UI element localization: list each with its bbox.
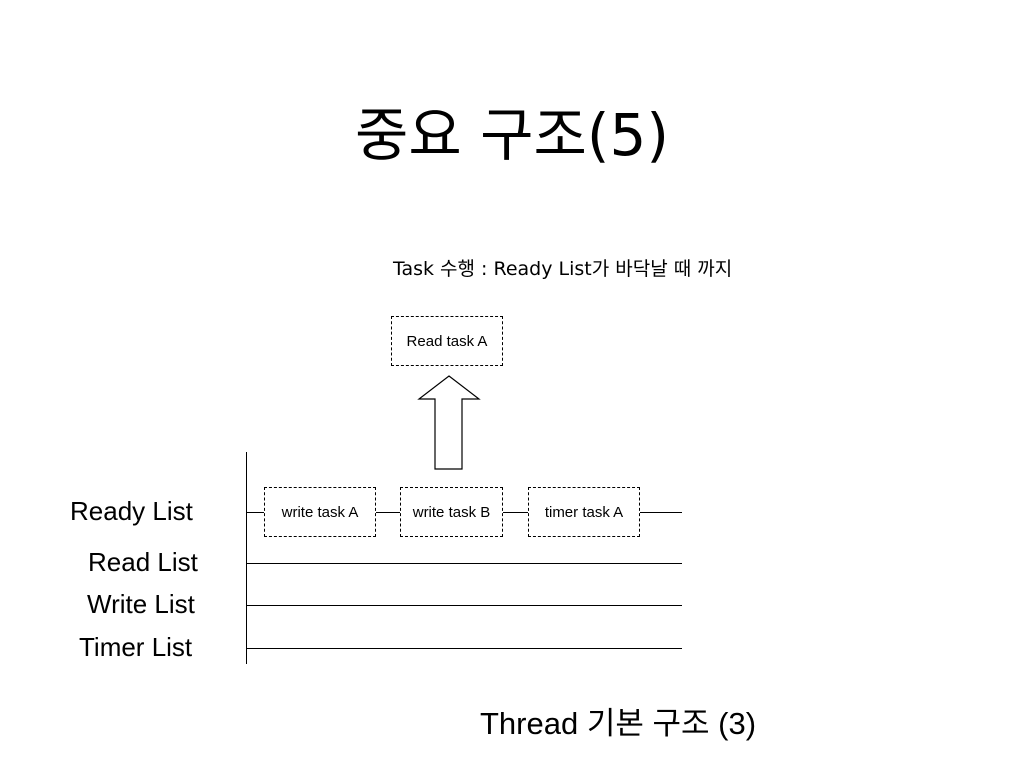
up-arrow-icon xyxy=(417,375,481,470)
timer-list-line xyxy=(247,648,682,649)
ready-task-label: write task A xyxy=(281,503,359,521)
write-list-line xyxy=(247,605,682,606)
ready-task-box: write task A xyxy=(264,487,376,537)
read-list-label: Read List xyxy=(88,547,198,577)
ready-task-label: write task B xyxy=(412,503,491,521)
ready-list-label: Ready List xyxy=(70,496,193,526)
ready-task-label: timer task A xyxy=(544,503,624,521)
list-axis-line xyxy=(246,452,247,664)
timer-list-label: Timer List xyxy=(79,632,193,662)
popped-task-box: Read task A xyxy=(391,316,503,366)
ready-task-box: timer task A xyxy=(528,487,640,537)
ready-task-box: write task B xyxy=(400,487,503,537)
slide-title: 중요 구조(5) xyxy=(354,101,670,169)
read-list-line xyxy=(247,563,682,564)
write-list-label: Write List xyxy=(87,589,195,619)
footer-caption: Thread 기본 구조 (3) xyxy=(480,706,757,741)
popped-task-label: Read task A xyxy=(406,332,488,350)
task-caption: Task 수행 : Ready List가 바닥날 때 까지 xyxy=(393,258,733,280)
